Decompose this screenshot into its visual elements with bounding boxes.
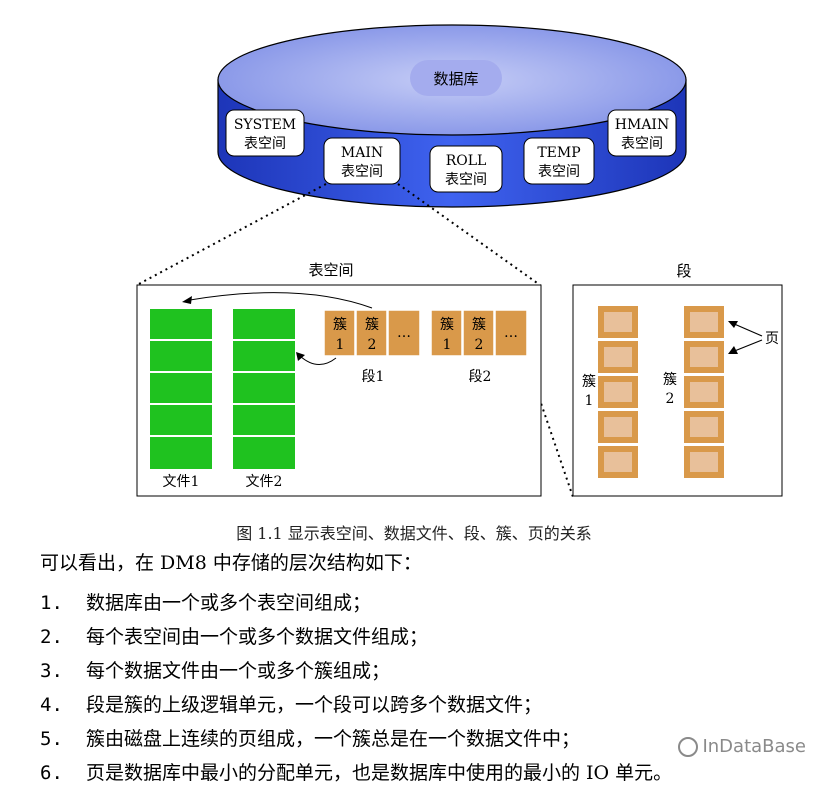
list-item-text: 每个数据文件由一个或多个簇组成；	[86, 660, 391, 682]
list-item: 1. 数据库由一个或多个表空间组成；	[40, 586, 672, 620]
list-item-num: 5.	[40, 728, 63, 750]
page-arrows	[731, 322, 763, 353]
segment-2-label: 段2	[469, 369, 492, 385]
list-item: 5. 簇由磁盘上连续的页组成，一个簇总是在一个数据文件中；	[40, 722, 672, 756]
page-arrowheads	[728, 321, 738, 354]
tablespace-system: SYSTEM 表空间	[225, 109, 305, 157]
tablespace-main: MAIN 表空间	[323, 137, 401, 185]
tablespace-system-sub: 表空间	[244, 136, 286, 152]
cluster-to-file-arrows	[189, 292, 373, 365]
list-item-num: 2.	[40, 626, 63, 648]
list-item: 4. 段是簇的上级逻辑单元，一个段可以跨多个数据文件；	[40, 688, 672, 722]
cluster-2-pages	[684, 306, 724, 478]
page-label: 页	[765, 331, 779, 347]
seg1-cluster1-char: 簇	[333, 317, 347, 333]
watermark-text: InDataBase	[702, 736, 806, 757]
tablespace-temp-sub: 表空间	[538, 164, 580, 180]
seg1-ellipsis: …	[397, 325, 411, 341]
datafile-2	[231, 307, 297, 471]
database-label: 数据库	[433, 70, 478, 88]
figure-caption: 图 1.1 显示表空间、数据文件、段、簇、页的关系	[236, 524, 592, 543]
seg1-cluster2-char: 簇	[365, 317, 379, 333]
storage-diagram: 数据库 SYSTEM 表空间 MAIN 表空间 ROLL 表空间 TEMP 表空…	[136, 24, 783, 498]
list-item-text: 页是数据库中最小的分配单元，也是数据库中使用的最小的 IO 单元。	[86, 762, 673, 784]
tablespace-roll-sub: 表空间	[445, 172, 487, 188]
datafile-2-label: 文件2	[246, 474, 283, 490]
tablespace-main-name: MAIN	[341, 145, 383, 161]
tablespace-roll-name: ROLL	[446, 153, 487, 169]
segment-panel-title: 段	[676, 262, 691, 280]
list-item-num: 1.	[40, 592, 63, 614]
list-item-text: 簇由磁盘上连续的页组成，一个簇总是在一个数据文件中；	[86, 728, 581, 750]
cluster-1-pages	[598, 306, 638, 478]
seg1-cluster1-num: 1	[336, 337, 345, 353]
datafile-1	[148, 307, 214, 471]
tablespace-hmain: HMAIN 表空间	[607, 109, 677, 157]
cluster-2-label: 簇	[663, 372, 677, 388]
intro-text: 可以看出，在 DM8 中存储的层次结构如下：	[40, 552, 422, 574]
seg2-cluster1-char: 簇	[440, 317, 454, 333]
seg2-cluster2-num: 2	[475, 337, 484, 353]
list-item: 6. 页是数据库中最小的分配单元，也是数据库中使用的最小的 IO 单元。	[40, 756, 672, 790]
tablespace-roll: ROLL 表空间	[429, 145, 503, 193]
list-item-num: 3.	[40, 660, 63, 682]
list-item: 2. 每个表空间由一个或多个数据文件组成；	[40, 620, 672, 654]
tablespace-panel-title: 表空间	[308, 261, 353, 279]
list-item-num: 4.	[40, 694, 63, 716]
list-item-text: 段是簇的上级逻辑单元，一个段可以跨多个数据文件；	[86, 694, 543, 716]
cluster-1-num: 1	[585, 393, 594, 409]
tablespace-temp: TEMP 表空间	[523, 137, 595, 185]
segment-1-label: 段1	[362, 369, 385, 385]
database-label-pill	[410, 60, 502, 96]
segment-2-clusters: 簇 1 簇 2 …	[430, 309, 528, 357]
zoom-lines	[136, 183, 574, 498]
seg1-cluster2-num: 2	[368, 337, 377, 353]
seg2-ellipsis: …	[504, 325, 518, 341]
tablespace-system-name: SYSTEM	[234, 117, 296, 133]
seg2-cluster2-char: 簇	[472, 317, 486, 333]
list-item: 3. 每个数据文件由一个或多个簇组成；	[40, 654, 672, 688]
wechat-icon	[678, 737, 699, 757]
cluster-1-label: 簇	[582, 374, 596, 390]
datafile-1-label: 文件1	[163, 474, 200, 490]
cluster-2-num: 2	[666, 391, 675, 407]
tablespace-main-sub: 表空间	[341, 164, 383, 180]
tablespace-temp-name: TEMP	[537, 145, 580, 161]
hierarchy-list: 1. 数据库由一个或多个表空间组成； 2. 每个表空间由一个或多个数据文件组成； 3…	[40, 586, 672, 790]
segment-1-clusters: 簇 1 簇 2 …	[323, 309, 421, 357]
list-item-text: 每个表空间由一个或多个数据文件组成；	[86, 626, 429, 648]
list-item-text: 数据库由一个或多个表空间组成；	[86, 592, 372, 614]
watermark: InDataBase	[678, 736, 806, 757]
tablespace-hmain-name: HMAIN	[615, 117, 669, 133]
list-item-num: 6.	[40, 762, 63, 784]
arrowheads	[182, 296, 305, 361]
seg2-cluster1-num: 1	[443, 337, 452, 353]
tablespace-hmain-sub: 表空间	[621, 136, 663, 152]
